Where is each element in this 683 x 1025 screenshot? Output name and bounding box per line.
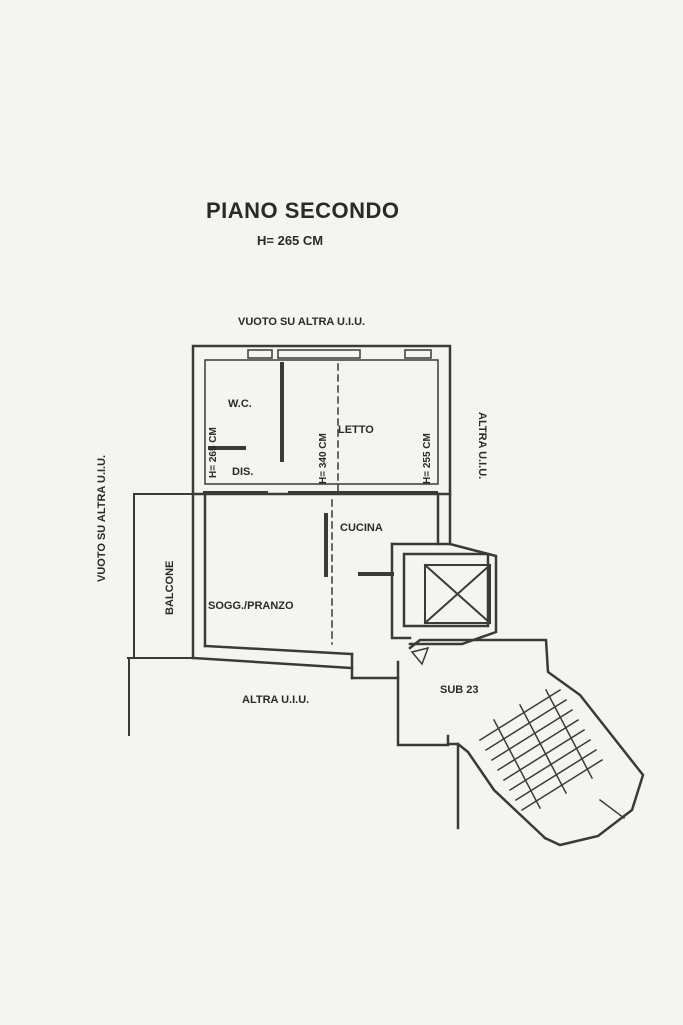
room-dis: DIS. bbox=[232, 466, 254, 478]
height-letto: H= 340 CM bbox=[318, 433, 329, 484]
triangle-marker bbox=[410, 646, 430, 666]
label-left-surrounding: VUOTO SU ALTRA U.I.U. bbox=[96, 454, 108, 582]
room-balcone: BALCONE bbox=[164, 560, 176, 615]
interior-walls bbox=[203, 362, 438, 577]
label-bottom-surrounding: ALTRA U.I.U. bbox=[242, 694, 310, 706]
page-title: PIANO SECONDO bbox=[206, 198, 400, 223]
stair-steps bbox=[478, 688, 626, 820]
elevator-box bbox=[423, 563, 492, 625]
balcone-outline bbox=[127, 493, 194, 736]
room-sub: SUB 23 bbox=[440, 684, 479, 696]
stair-core bbox=[390, 542, 498, 646]
height-note: H= 265 CM bbox=[257, 233, 324, 248]
dashed-lines bbox=[331, 363, 339, 645]
lower-walls bbox=[191, 492, 452, 680]
label-right-surrounding: ALTRA U.I.U. bbox=[476, 412, 488, 480]
label-top-surrounding: VUOTO SU ALTRA U.I.U. bbox=[238, 316, 366, 328]
room-letto: LETTO bbox=[338, 424, 374, 436]
window-right bbox=[404, 349, 432, 359]
height-wc: H= 265 CM bbox=[208, 427, 219, 478]
room-soggiorno: SOGG./PRANZO bbox=[208, 600, 294, 612]
window-wc bbox=[247, 349, 273, 359]
window-letto bbox=[277, 349, 361, 359]
height-right: H= 255 CM bbox=[422, 433, 433, 484]
room-wc: W.C. bbox=[228, 398, 252, 410]
stairwell bbox=[396, 638, 645, 847]
room-cucina: CUCINA bbox=[340, 522, 383, 534]
